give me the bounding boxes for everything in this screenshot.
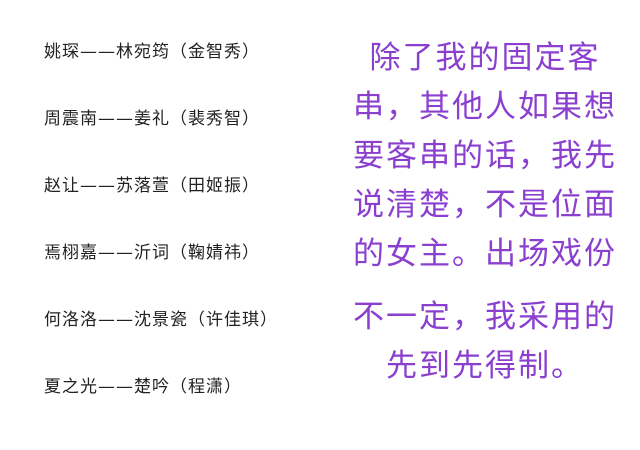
author-note: 除了我的固定客 串，其他人如果想 要客串的话，我先 说清楚，不是位面 的女主。出… bbox=[340, 34, 640, 391]
note-line: 说清楚，不是位面 bbox=[353, 187, 617, 223]
cast-pair: 焉栩嘉——沂词（鞠婧祎） bbox=[44, 243, 260, 263]
cast-pair: 赵让——苏落萱（田姬振） bbox=[44, 176, 260, 196]
note-line: 除了我的固定客 bbox=[369, 40, 601, 76]
cast-list: 姚琛——林宛筠（金智秀） 周震南——姜礼（裴秀智） 赵让——苏落萱（田姬振） 焉… bbox=[44, 38, 278, 440]
note-line: 串，其他人如果想 bbox=[353, 89, 617, 125]
note-line: 的女主。出场戏份 bbox=[353, 236, 617, 272]
cast-pair: 姚琛——林宛筠（金智秀） bbox=[44, 42, 260, 62]
note-line: 要客串的话，我先 bbox=[353, 138, 617, 174]
note-line: 先到先得制。 bbox=[386, 348, 584, 384]
cast-pair: 夏之光——楚吟（程潇） bbox=[44, 377, 242, 397]
cast-pair: 何洛洛——沈景瓷（许佳琪） bbox=[44, 310, 278, 330]
note-line: 不一定，我采用的 bbox=[353, 299, 617, 335]
cast-pair: 周震南——姜礼（裴秀智） bbox=[44, 109, 260, 129]
